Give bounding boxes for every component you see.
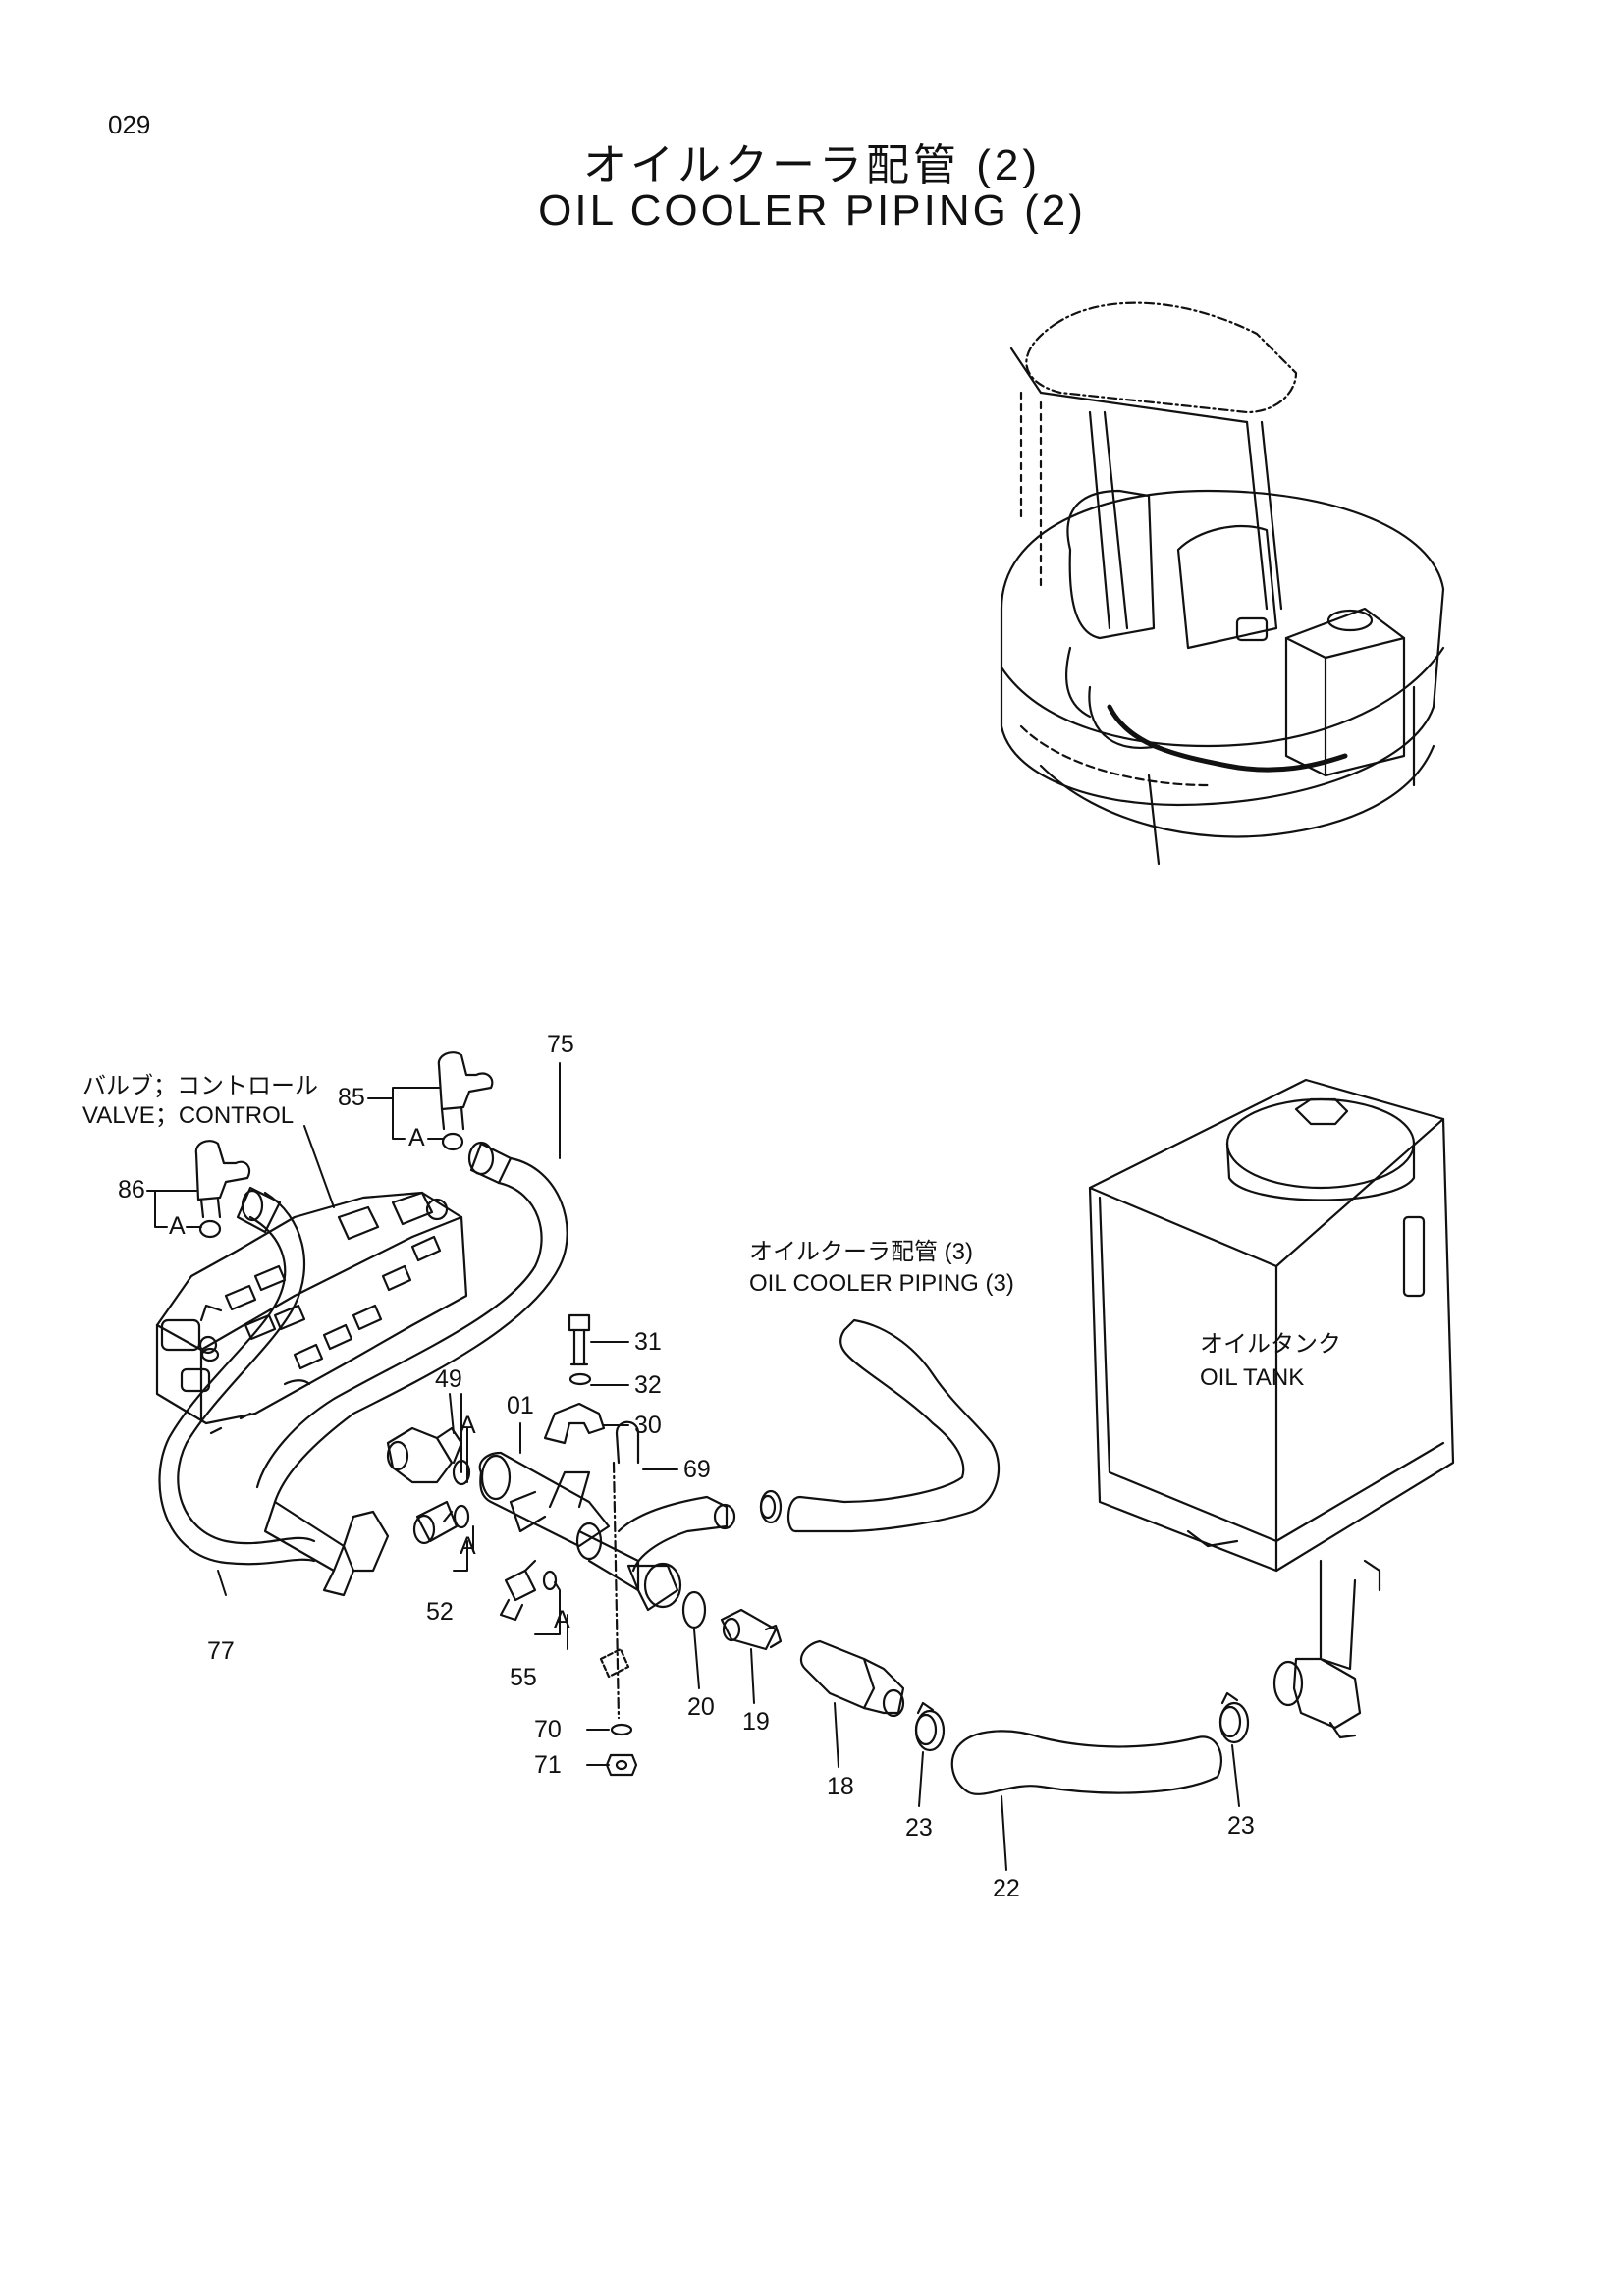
assembly-line [612,1461,621,1720]
hose-oil-cooler-piping-3 [787,1318,1001,1533]
caption-tank-en: OIL TANK [1200,1364,1305,1391]
caption-piping3-jp: オイルクーラ配管 (3) [749,1239,973,1265]
bolt-31 [568,1313,591,1366]
washer-32 [568,1372,592,1386]
reducer-18 [799,1639,905,1718]
part-label-18: 18 [827,1773,854,1800]
fitting-52 [412,1500,470,1545]
caption-valve-jp: バルブ；コントロール [82,1073,318,1099]
part-label-22: 22 [993,1875,1020,1902]
o-ring-20 [681,1590,707,1629]
hose-clamp-23-left [914,1701,946,1752]
tee-pipe-01 [478,1451,736,1612]
part-label-32: 32 [634,1371,662,1399]
part-label-01: 01 [507,1392,534,1419]
hose-22 [950,1730,1222,1795]
hose-75 [255,1141,568,1504]
ref-a-55: A [554,1606,570,1633]
part-label-71: 71 [534,1751,562,1779]
ref-a-52: A [460,1532,476,1560]
machine-overview-illustration [1000,301,1445,866]
clamp-30 [543,1402,606,1445]
caption-piping3-en: OIL COOLER PIPING (3) [749,1270,1014,1297]
part-label-70: 70 [534,1716,562,1743]
part-label-49: 49 [435,1365,462,1393]
fitting-49 [386,1426,471,1486]
part-label-31: 31 [634,1328,662,1356]
part-label-23-right: 23 [1227,1812,1255,1840]
u-bolt-69 [615,1420,640,1465]
part-label-69: 69 [683,1456,711,1483]
control-valve-illustration [155,1191,468,1435]
title-english: OIL COOLER PIPING (2) [538,187,1086,235]
part-label-19: 19 [742,1708,770,1735]
fitting-85 [437,1051,494,1151]
part-label-55: 55 [510,1664,537,1691]
sensor-19 [720,1608,783,1651]
nut-71 [605,1753,638,1777]
part-label-52: 52 [426,1598,454,1626]
ref-a-49: A [460,1412,476,1439]
ref-a-85: A [408,1124,425,1151]
part-label-75: 75 [547,1031,574,1058]
page-number: 029 [108,110,151,139]
fitting-55 [499,1559,558,1622]
washer-70 [610,1723,633,1736]
caption-valve-en: VALVE；CONTROL [82,1102,295,1129]
hose-clamp-23-right [1218,1691,1250,1744]
caption-tank-jp: オイルタンク [1200,1331,1341,1358]
hose-clamp-outlet [759,1489,783,1524]
part-label-23-left: 23 [905,1814,933,1842]
u-bolt-ghost [599,1647,630,1679]
part-label-86: 86 [118,1176,145,1203]
part-label-30: 30 [634,1412,662,1439]
part-label-85: 85 [338,1084,365,1111]
hose-77 [158,1186,390,1597]
leader-lines [146,1062,1240,1871]
title-japanese: オイルクーラ配管 (2) [583,141,1041,189]
part-label-77: 77 [207,1637,235,1665]
fitting-86 [194,1140,251,1362]
oil-tank-illustration [1088,1078,1455,1739]
ref-a-86: A [169,1212,186,1240]
part-label-20: 20 [687,1693,715,1721]
